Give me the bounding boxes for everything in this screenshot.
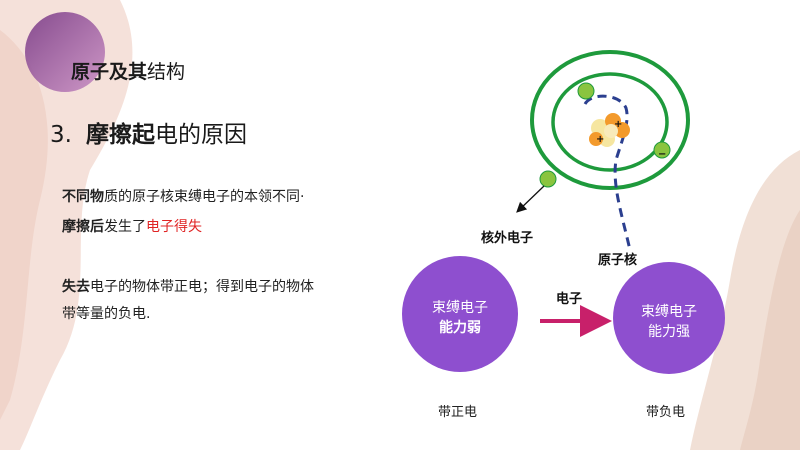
proton-plus-1: +: [614, 119, 622, 130]
proton-plus-2: +: [596, 134, 604, 145]
electron-outer: [539, 170, 557, 188]
page-heading: 3.摩擦起电的原因: [50, 122, 247, 148]
nucleus-pointer-dashed: [583, 94, 632, 251]
nucleus: [589, 113, 630, 147]
strong-binding-circle: [613, 262, 725, 374]
paragraph-2: 摩擦后发生了电子得失: [62, 219, 202, 235]
electron-top: [577, 82, 595, 100]
nucleus-label: 原子核: [598, 253, 638, 268]
paragraph-3: 失去电子的物体带正电；得到电子的物体: [62, 279, 314, 295]
title-decoration-circle: [25, 12, 105, 92]
positive-charge-caption: 带正电: [438, 405, 478, 420]
outer-orbit: [530, 50, 690, 190]
inner-orbit: [551, 72, 669, 172]
electron-minus: −: [658, 149, 666, 160]
electron-transfer-label: 电子: [556, 292, 583, 307]
electron-right: [653, 141, 671, 159]
weak-binding-text: 束缚电子 能力弱: [432, 300, 488, 336]
outer-electron-arrow: [516, 185, 545, 213]
negative-charge-caption: 带负电: [646, 405, 686, 420]
paragraph-4: 带等量的负电.: [62, 306, 151, 322]
weak-binding-circle: [402, 256, 518, 372]
paragraph-1: 不同物质的原子核束缚电子的本领不同·: [62, 189, 305, 205]
outer-electron-label: 核外电子: [481, 231, 534, 246]
strong-binding-text: 束缚电子 能力强: [641, 304, 697, 340]
section-title: 原子及其结构: [71, 61, 186, 83]
